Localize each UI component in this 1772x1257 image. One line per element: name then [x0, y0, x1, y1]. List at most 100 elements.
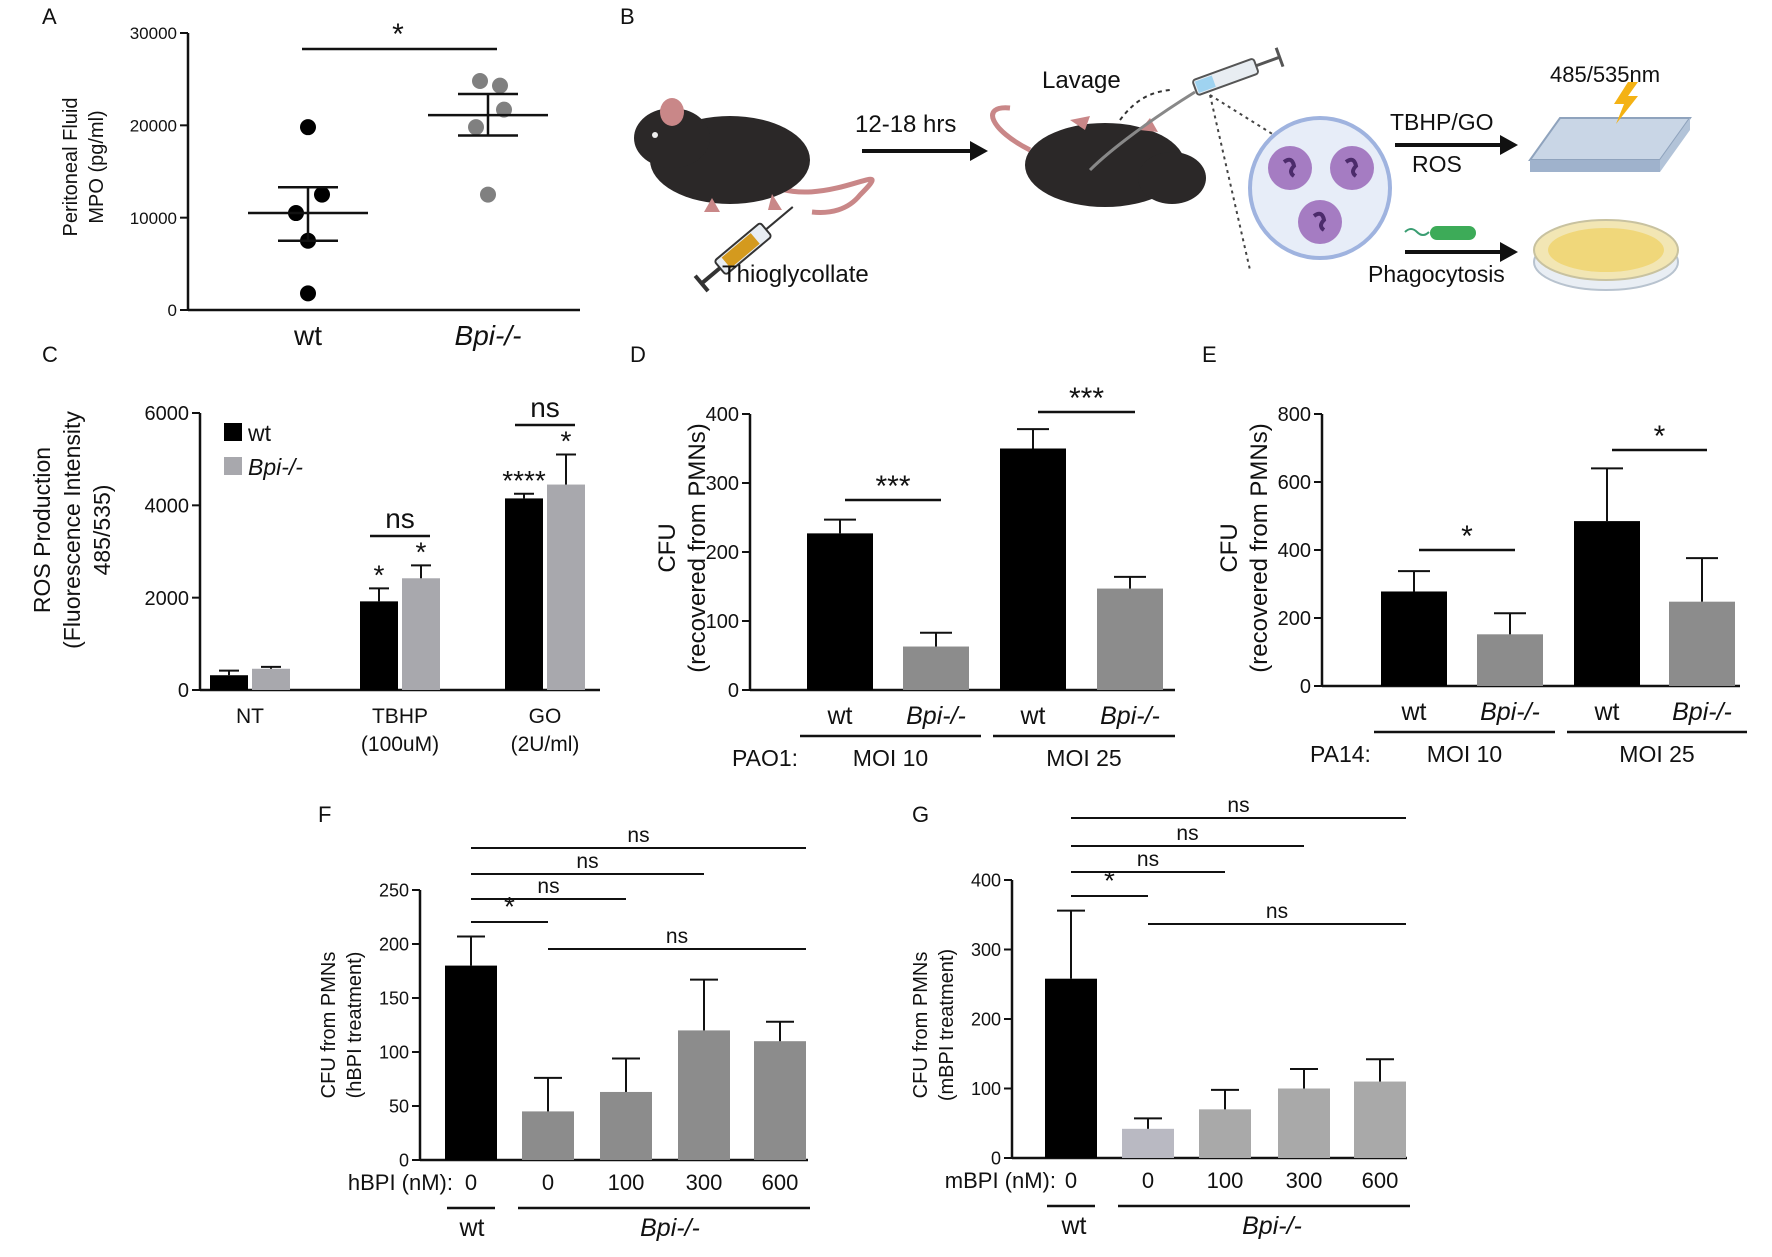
- panel-letter-f: F: [318, 802, 331, 827]
- dose-tick-label: 100: [1207, 1168, 1244, 1193]
- comparison-label: ns: [576, 850, 598, 873]
- bar-ko: [600, 1091, 652, 1160]
- x-tick-label: wt: [1594, 698, 1620, 726]
- bar-ko: [903, 646, 969, 690]
- bar-wt: [1000, 448, 1066, 690]
- bar-ko: [1199, 1109, 1251, 1158]
- x-tick-label: NT: [236, 705, 264, 728]
- data-point-ko: [472, 73, 488, 90]
- bar-ko: [1354, 1081, 1406, 1158]
- dose-axis-label: mBPI (nM):: [945, 1168, 1056, 1193]
- readout-label: 485/535nm: [1550, 62, 1660, 87]
- y-tick-label: 0: [1300, 676, 1311, 698]
- group-label: MOI 10: [853, 745, 928, 771]
- y-tick-label: 0: [991, 1148, 1001, 1168]
- y-tick-label: 0: [399, 1150, 409, 1170]
- bar-wt: [807, 533, 873, 690]
- neutrophil-cells-icon: [1248, 116, 1392, 260]
- genotype-label-ko: Bpi-/-: [1242, 1212, 1302, 1240]
- strain-label: PA14:: [1310, 741, 1371, 767]
- x-tick-label: wt: [1020, 702, 1046, 730]
- bar-wt: [360, 601, 398, 690]
- y-tick-label: 400: [971, 870, 1001, 890]
- dose-tick-label: 600: [1362, 1168, 1399, 1193]
- lavage-label: Lavage: [1042, 67, 1121, 94]
- significance-star: *: [374, 559, 385, 590]
- x-tick-label: wt: [293, 320, 322, 351]
- syringe-icon-2: [1088, 47, 1285, 172]
- dose-tick-label: 300: [686, 1170, 723, 1195]
- genotype-label-ko: Bpi-/-: [640, 1214, 700, 1242]
- y-tick-label: 2000: [145, 588, 190, 610]
- x-tick-label: Bpi-/-: [906, 702, 966, 730]
- y-axis-label: (recovered from PMNs): [1246, 423, 1273, 672]
- panel-letter-d: D: [630, 342, 646, 367]
- y-axis-label: ROS Production: [29, 447, 55, 613]
- significance-star: *: [392, 18, 404, 51]
- dose-tick-label: 100: [608, 1170, 645, 1195]
- syringe-icon: [693, 206, 794, 293]
- x-tick-label: (2U/ml): [511, 733, 580, 756]
- comparison-label: *: [1461, 520, 1473, 553]
- y-axis-label: (mBPI treatment): [936, 949, 958, 1101]
- y-tick-label: 200: [379, 934, 409, 954]
- comparison-label: *: [1654, 420, 1666, 453]
- comparison-label: ns: [1227, 794, 1249, 817]
- bar-wt: [1574, 521, 1640, 686]
- y-tick-label: 100: [379, 1042, 409, 1062]
- x-tick-label: wt: [827, 702, 853, 730]
- bar-ko: [1122, 1128, 1174, 1158]
- data-point-ko: [480, 186, 496, 203]
- thioglycollate-label: Thioglycollate: [722, 261, 869, 288]
- y-tick-label: 800: [1278, 404, 1311, 426]
- significance-star: ****: [502, 465, 546, 496]
- legend-swatch-ko: [224, 457, 242, 475]
- panel-letter-c: C: [42, 342, 58, 367]
- data-point-ko: [468, 119, 484, 136]
- y-tick-label: 200: [1278, 608, 1311, 630]
- assay1-label: TBHP/GO: [1390, 109, 1494, 135]
- dose-tick-label: 0: [542, 1170, 554, 1195]
- arrow-head-phago: [1500, 242, 1518, 262]
- legend-label-wt: wt: [247, 420, 272, 446]
- y-axis-label: 485/535): [89, 485, 115, 576]
- group-label: MOI 25: [1619, 741, 1694, 767]
- dose-axis-label: hBPI (nM):: [348, 1170, 453, 1195]
- y-tick-label: 0: [178, 680, 189, 702]
- genotype-label-wt: wt: [1061, 1212, 1087, 1240]
- x-tick-label: Bpi-/-: [455, 320, 522, 351]
- bar-ko: [522, 1111, 574, 1160]
- significance-star: *: [561, 426, 572, 457]
- y-axis-label: CFU: [1216, 523, 1243, 572]
- y-tick-label: 0: [168, 301, 177, 320]
- y-axis-label: (Fluorescence Intensity: [59, 411, 85, 649]
- bar-ko: [547, 484, 585, 690]
- bar-ko: [1669, 601, 1735, 686]
- bar-ko: [402, 578, 440, 690]
- comparison-label: ns: [385, 503, 415, 534]
- legend-label-ko: Bpi-/-: [248, 454, 303, 480]
- group-label: MOI 25: [1046, 745, 1121, 771]
- panel-letter-e: E: [1202, 342, 1217, 367]
- mouse-icon: [634, 98, 875, 215]
- comparison-label: ns: [1137, 848, 1159, 871]
- bar-ko: [678, 1030, 730, 1160]
- bar-ko: [252, 668, 290, 690]
- petri-dish-icon: [1533, 219, 1679, 291]
- bar-wt: [505, 498, 543, 690]
- panel-letter-a: A: [42, 4, 57, 29]
- y-tick-label: 0: [728, 680, 739, 702]
- y-axis-label: (hBPI treatment): [344, 952, 366, 1099]
- x-tick-label: wt: [1401, 698, 1427, 726]
- y-tick-label: 300: [706, 473, 739, 495]
- microplate-icon: [1528, 82, 1692, 172]
- panel-letter-g: G: [912, 802, 929, 827]
- comparison-label: ns: [1266, 900, 1288, 923]
- assay1-sub-label: ROS: [1412, 151, 1462, 177]
- dose-tick-label: 0: [1142, 1168, 1154, 1193]
- data-point-ko: [496, 101, 512, 118]
- y-tick-label: 30000: [130, 24, 177, 43]
- comparison-label: ns: [537, 875, 559, 898]
- y-tick-label: 400: [1278, 540, 1311, 562]
